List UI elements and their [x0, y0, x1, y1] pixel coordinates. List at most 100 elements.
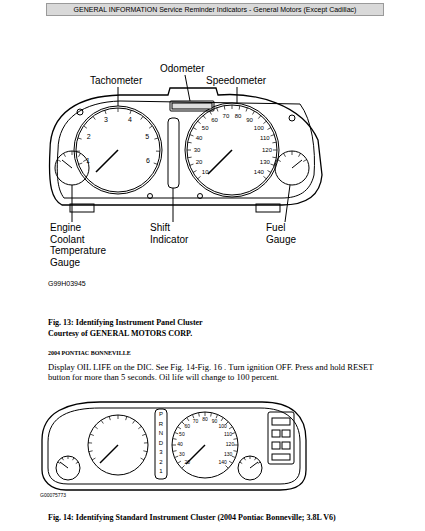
part-name: Shift Indicator [150, 222, 202, 245]
part-name: Odometer [160, 63, 204, 75]
tick-mark [154, 138, 158, 139]
tick-mark [175, 432, 179, 434]
tick-mark [76, 462, 79, 464]
tick-mark [263, 176, 266, 179]
dial-number: 40 [196, 135, 203, 142]
tick-mark [178, 461, 181, 463]
dial-number: 20 [185, 460, 191, 466]
dial-number: 80 [202, 417, 208, 423]
tachometer-dial [76, 108, 160, 192]
odometer-window [170, 101, 214, 111]
tick-mark [92, 458, 95, 460]
gear-letter: R [159, 420, 163, 427]
dial-number: 30 [179, 452, 185, 458]
part-name: Fuel Gauge [266, 222, 306, 245]
dial-number: 10 [202, 169, 209, 176]
speedometer-dial [185, 103, 279, 197]
tick-mark [88, 442, 92, 443]
tick-mark [268, 171, 271, 173]
shift-indicator [168, 118, 179, 188]
tick-mark [188, 142, 192, 144]
tick-mark [62, 458, 64, 461]
tick-mark [76, 151, 80, 152]
tick-mark [258, 462, 261, 464]
tick-mark [273, 150, 277, 151]
tick-mark [271, 135, 275, 136]
tick-mark [216, 415, 218, 419]
section-heading: 2004 PONTIAC BONNEVILLE [48, 350, 131, 357]
tick-mark [93, 116, 95, 119]
header-band: GENERAL INFORMATION Service Reminder Ind… [46, 3, 384, 16]
tick-mark [258, 116, 261, 119]
gauge-needle [100, 445, 118, 463]
tick-mark [190, 164, 194, 165]
tick-mark [142, 434, 146, 435]
warning-lamp [289, 115, 295, 121]
dial-number: 3 [104, 116, 108, 124]
tick-mark [205, 412, 206, 416]
tick-mark [144, 442, 148, 443]
dial-number: 50 [179, 433, 185, 439]
dial-number: 110 [260, 135, 270, 142]
tick-mark [173, 438, 177, 440]
gauge-needle [292, 160, 302, 168]
dial-number: 120 [262, 147, 272, 154]
dial-number: 90 [212, 419, 218, 425]
tick-mark [253, 111, 255, 114]
tick-mark [299, 153, 301, 156]
dial-number: 4 [128, 116, 132, 124]
tick-mark [182, 422, 185, 425]
figure-code: G00075773 [40, 493, 66, 499]
dial-number: 5 [145, 133, 149, 141]
dial-number: 130 [260, 159, 270, 166]
tick-mark [72, 151, 73, 155]
tick-mark [172, 445, 176, 446]
dial-number: 60 [211, 116, 218, 123]
tick-mark [138, 426, 141, 428]
dial-number: 120 [226, 442, 234, 448]
dial-number: 140 [254, 169, 264, 176]
tick-mark [109, 416, 110, 420]
tick-mark [79, 153, 81, 156]
tick-mark [149, 126, 152, 128]
tick-mark [68, 456, 69, 459]
tick-mark [118, 415, 119, 419]
tick-mark [133, 420, 135, 423]
dial-number: 6 [146, 157, 150, 165]
tick-mark [244, 458, 246, 461]
tick-mark [198, 176, 201, 179]
figure-code: G99H03945 [48, 280, 86, 288]
gauge-needle [62, 160, 72, 168]
dial-number: 40 [177, 442, 183, 448]
dial-number: 110 [224, 433, 232, 439]
driver-info-center [268, 412, 294, 464]
tick-mark [234, 445, 238, 446]
tick-mark [141, 116, 143, 119]
cluster-housing [50, 88, 323, 205]
tick-mark [89, 450, 93, 452]
cluster-bezel [57, 101, 314, 198]
tick-mark [58, 462, 61, 464]
dic-button [282, 442, 290, 449]
tachometer-dial [88, 415, 148, 475]
tick-mark [187, 150, 191, 151]
tick-mark [292, 151, 293, 155]
gauge-needle [208, 150, 232, 174]
dial-number: 80 [235, 112, 242, 119]
tick-mark [130, 110, 131, 114]
dial-number: 130 [224, 452, 232, 458]
tick-mark [57, 160, 60, 162]
tick-mark [224, 106, 226, 110]
tachometer-dial [74, 106, 162, 194]
gear-letter: 2 [159, 458, 162, 465]
gear-letter: P [159, 411, 163, 418]
figure-caption: Fig. 14: Identifying Standard Instrument… [48, 513, 336, 522]
tick-mark [192, 415, 194, 419]
leader-line [237, 87, 238, 103]
tick-mark [272, 157, 276, 159]
leader-line [185, 75, 190, 101]
dial-number: 60 [185, 424, 191, 430]
dial-number: 100 [219, 424, 227, 430]
warning-lamp [77, 109, 83, 115]
tick-mark [217, 108, 218, 112]
